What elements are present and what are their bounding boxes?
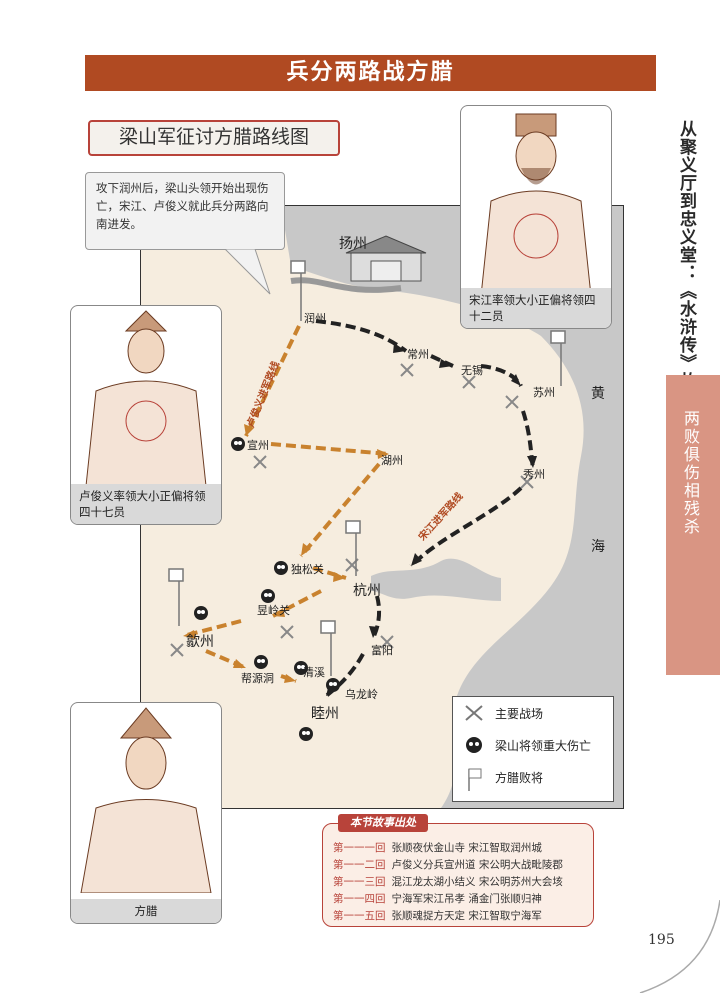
fangla-figure-icon: [80, 707, 212, 894]
place-fuyang: 富阳: [371, 643, 393, 657]
fangla-caption: 方腊: [71, 899, 221, 923]
place-muzhou: 睦州: [311, 706, 339, 722]
place-suzhou: 苏州: [533, 386, 555, 399]
portrait-lujunyi: 卢俊义率领大小正偏将领四十七员: [70, 305, 222, 525]
sea-inlet: [371, 558, 501, 601]
skull-icon: [466, 737, 482, 753]
place-xiuzhou: 秀州: [523, 468, 545, 481]
chapter-band: [666, 375, 720, 675]
portrait-fangla: 方腊: [70, 702, 222, 924]
place-wulongling: 乌龙岭: [345, 687, 378, 701]
map-subtitle: 梁山军征讨方腊路线图: [88, 120, 340, 156]
story-row: 第一一五回张顺魂捉方天定 宋江智取宁海军: [333, 910, 542, 922]
route-song-label: 宋江进军路线: [415, 490, 465, 544]
flag-icon: [468, 768, 482, 791]
legend-defeat: 方腊败将: [463, 767, 543, 794]
route-lu-arrows: [183, 424, 389, 683]
pagoda-icon: [345, 235, 427, 282]
battle-markers: [170, 363, 534, 657]
story-source-heading: 本节故事出处: [338, 814, 428, 832]
callout-pointer: [224, 249, 271, 295]
sea-label-huang: 黄: [591, 385, 605, 402]
flag-markers: [168, 260, 566, 676]
map-svg: 扬州 润州 常州 无锡 苏州 秀州 宣州 湖州 独松关 杭州 昱岭关 歙州 富阳…: [168, 206, 623, 808]
place-yulingguan: 昱岭关: [257, 603, 290, 617]
portrait-songjiang: 宋江率领大小正偏将领四十二员: [460, 105, 612, 329]
loss-markers: [194, 437, 340, 741]
story-source-box: 第一一一回张顺夜伏金山寺 宋江智取润州城 第一一二回卢俊义分兵宣州道 宋公明大战…: [322, 823, 594, 927]
book-title: 从聚义厅到忠义堂：《水浒传》故事篇: [676, 120, 696, 426]
songjiang-caption: 宋江率领大小正偏将领四十二员: [461, 288, 611, 328]
crossed-swords-icon: [465, 705, 483, 721]
legend-battle: 主要战场: [463, 703, 543, 726]
place-hangzhou: 杭州: [353, 583, 381, 599]
story-row: 第一一二回卢俊义分兵宣州道 宋公明大战毗陵郡: [333, 859, 563, 871]
place-yangzhou: 扬州: [339, 236, 367, 252]
sea-area: [281, 206, 623, 808]
lujunyi-figure-icon: [85, 310, 207, 487]
place-dusongguan: 独松关: [291, 562, 324, 576]
route-lu-label: 卢俊义进军路线: [244, 359, 282, 429]
sea-label-hai: 海: [591, 539, 605, 555]
place-changzhou: 常州: [407, 348, 429, 361]
side-title: 从聚义厅到忠义堂：《水浒传》故事篇 两败俱伤相残杀: [662, 120, 720, 675]
chapter-title: 两败俱伤相残杀: [681, 410, 700, 536]
lujunyi-caption: 卢俊义率领大小正偏将领四十七员: [71, 484, 221, 524]
map-legend: 主要战场 梁山将领重大伤亡 方腊败将: [452, 696, 614, 802]
place-wuxi: 无锡: [461, 363, 483, 377]
callout-note: 攻下润州后，梁山头领开始出现伤亡，宋江、卢俊义就此兵分两路向南进发。: [85, 172, 285, 250]
page-number: 195: [648, 932, 675, 948]
place-shezhou: 歙州: [186, 633, 214, 650]
place-qingxi: 清溪: [303, 666, 325, 679]
place-xuanzhou: 宣州: [247, 438, 269, 452]
place-huzhou: 湖州: [381, 454, 403, 467]
page-curve: [639, 900, 720, 993]
story-row: 第一一一回张顺夜伏金山寺 宋江智取润州城: [333, 842, 542, 854]
place-bangyuandong: 帮源洞: [241, 671, 274, 685]
page-title: 兵分两路战方腊: [85, 55, 656, 91]
place-runzhou: 润州: [304, 311, 326, 325]
songjiang-figure-icon: [480, 113, 592, 297]
legend-loss: 梁山将领重大伤亡: [463, 735, 591, 758]
story-row: 第一一三回混江龙太湖小结义 宋公明苏州大会垓: [333, 876, 563, 888]
story-row: 第一一四回宁海军宋江吊孝 涌金门张顺归神: [333, 893, 542, 905]
